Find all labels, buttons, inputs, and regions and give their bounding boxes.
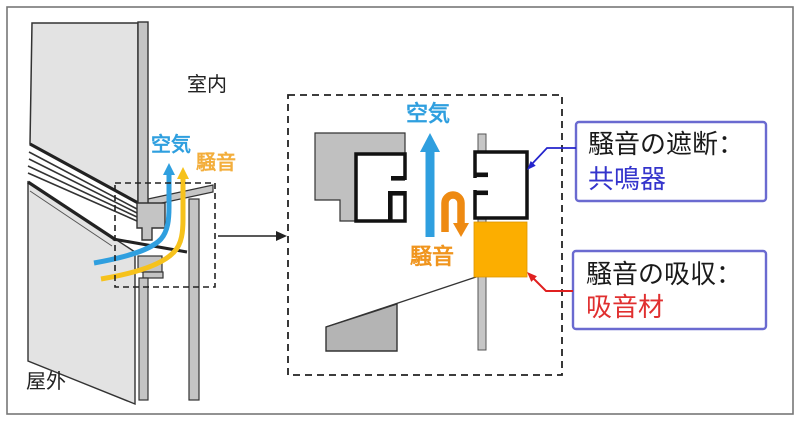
indoor-panel-bottom-edge (29, 142, 141, 206)
detail-source-dashed-box (114, 182, 216, 288)
left-resonator-lower-lip (388, 191, 405, 196)
callout-absorber-value: 吸音材 (586, 293, 664, 323)
absorber-pointer-arrowhead (527, 272, 537, 282)
outer-glass-pane (188, 198, 200, 401)
detail-view: 空気 騒音 (287, 94, 563, 376)
left-resonator-upper-lip (391, 176, 405, 181)
zoom-connector-arrow (218, 231, 287, 241)
absorber-pointer-line (530, 275, 573, 292)
inner-frame-bar (137, 21, 149, 206)
inner-glass-pane (138, 277, 149, 401)
right-resonator-lower-lip (475, 190, 488, 196)
noise-flow-arrow (100, 178, 186, 282)
detail-dashed-box (287, 94, 563, 376)
noise-label-detail: 騒音 (410, 244, 454, 270)
left-resonator-inner-wall (388, 191, 393, 220)
callout-resonator: 騒音の遮断： 共鳴器 (527, 120, 768, 203)
absorber-square (473, 221, 528, 278)
resonator-pointer-line (530, 147, 576, 166)
resonator-block-small (136, 202, 166, 241)
callout-resonator-box (574, 120, 768, 203)
right-resonator-cavity (473, 150, 529, 220)
air-flow-arrow (93, 174, 172, 266)
air-label-detail: 空気 (406, 101, 450, 127)
indoor-label: 室内 (187, 72, 227, 96)
noise-uturn-arrow (441, 191, 465, 232)
air-label-left: 空気 (151, 132, 191, 156)
right-resonator-upper-lip (475, 172, 488, 178)
callout-absorber-title: 騒音の吸収： (586, 260, 742, 290)
detail-sill-trapezoid (325, 303, 398, 352)
noise-label-left: 騒音 (195, 150, 236, 174)
vent-slats (27, 151, 138, 222)
indoor-panel (29, 22, 139, 205)
outdoor-label: 屋外 (26, 369, 66, 393)
callout-resonator-value: 共鳴器 (588, 165, 666, 195)
figure-border (6, 6, 794, 415)
right-resonator-slot (471, 178, 479, 190)
noise-uturn-arrowhead (453, 223, 469, 237)
outdoor-panel-face-line (29, 190, 113, 247)
left-resonator-cavity (354, 152, 407, 223)
noise-flow-arrowhead (177, 167, 189, 179)
outdoor-panel-top-edge (27, 180, 117, 242)
sill-block-step (142, 271, 164, 279)
resonator-pointer-arrowhead (527, 161, 536, 170)
left-resonator-slot (401, 180, 409, 191)
air-flow-arrowhead (163, 163, 175, 175)
detail-air-arrowhead (420, 133, 440, 152)
callout-resonator-title: 騒音の遮断： (588, 130, 744, 160)
callout-absorber: 騒音の吸収： 吸音材 (527, 249, 768, 331)
window-cross-section: 室内 屋外 空気 騒音 (26, 21, 236, 406)
